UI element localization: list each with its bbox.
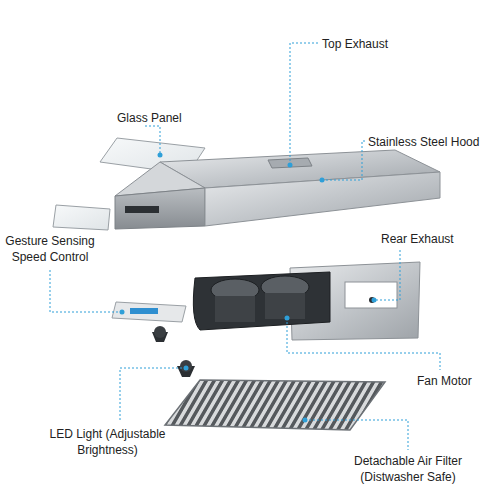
leader-dot	[372, 298, 377, 303]
part-label: Fan Motor	[417, 373, 497, 389]
leader-dot	[285, 316, 290, 321]
leader-line	[322, 141, 365, 180]
rear-exhaust-opening	[345, 282, 397, 308]
part-label: Gesture Sensing Speed Control	[2, 233, 98, 265]
leader-line	[50, 270, 122, 312]
part-label: Stainless Steel Hood	[368, 134, 498, 150]
leader-line	[145, 126, 160, 155]
leader-line	[290, 43, 318, 165]
air-filter	[165, 380, 385, 430]
led-light	[154, 326, 166, 338]
part-label: Rear Exhaust	[381, 231, 481, 247]
hood-front	[115, 188, 205, 229]
fan-housing	[193, 272, 330, 330]
leader-line	[305, 420, 408, 450]
leader-line	[374, 250, 400, 300]
fan-motor-body	[215, 296, 255, 322]
leader-dot	[120, 310, 125, 315]
fan-motor-body	[265, 293, 305, 319]
led-light	[180, 360, 192, 372]
control-board	[112, 302, 186, 322]
part-label: Detachable Air Filter (Distwasher Safe)	[343, 453, 473, 485]
part-label: LED Light (Adjustable Brightness)	[40, 426, 175, 458]
leader-dot	[184, 366, 189, 371]
part-label: Top Exhaust	[322, 36, 442, 52]
hood-side	[205, 172, 440, 226]
part-label: Glass Panel	[117, 110, 217, 126]
leader-dot	[320, 178, 325, 183]
control-display	[130, 308, 158, 314]
leader-dot	[158, 153, 163, 158]
front-glass-strip	[53, 205, 110, 230]
leader-dot	[288, 163, 293, 168]
hood-control-slot	[125, 206, 159, 213]
leader-line	[120, 368, 186, 420]
leader-line	[287, 318, 440, 370]
leader-dot	[303, 418, 308, 423]
